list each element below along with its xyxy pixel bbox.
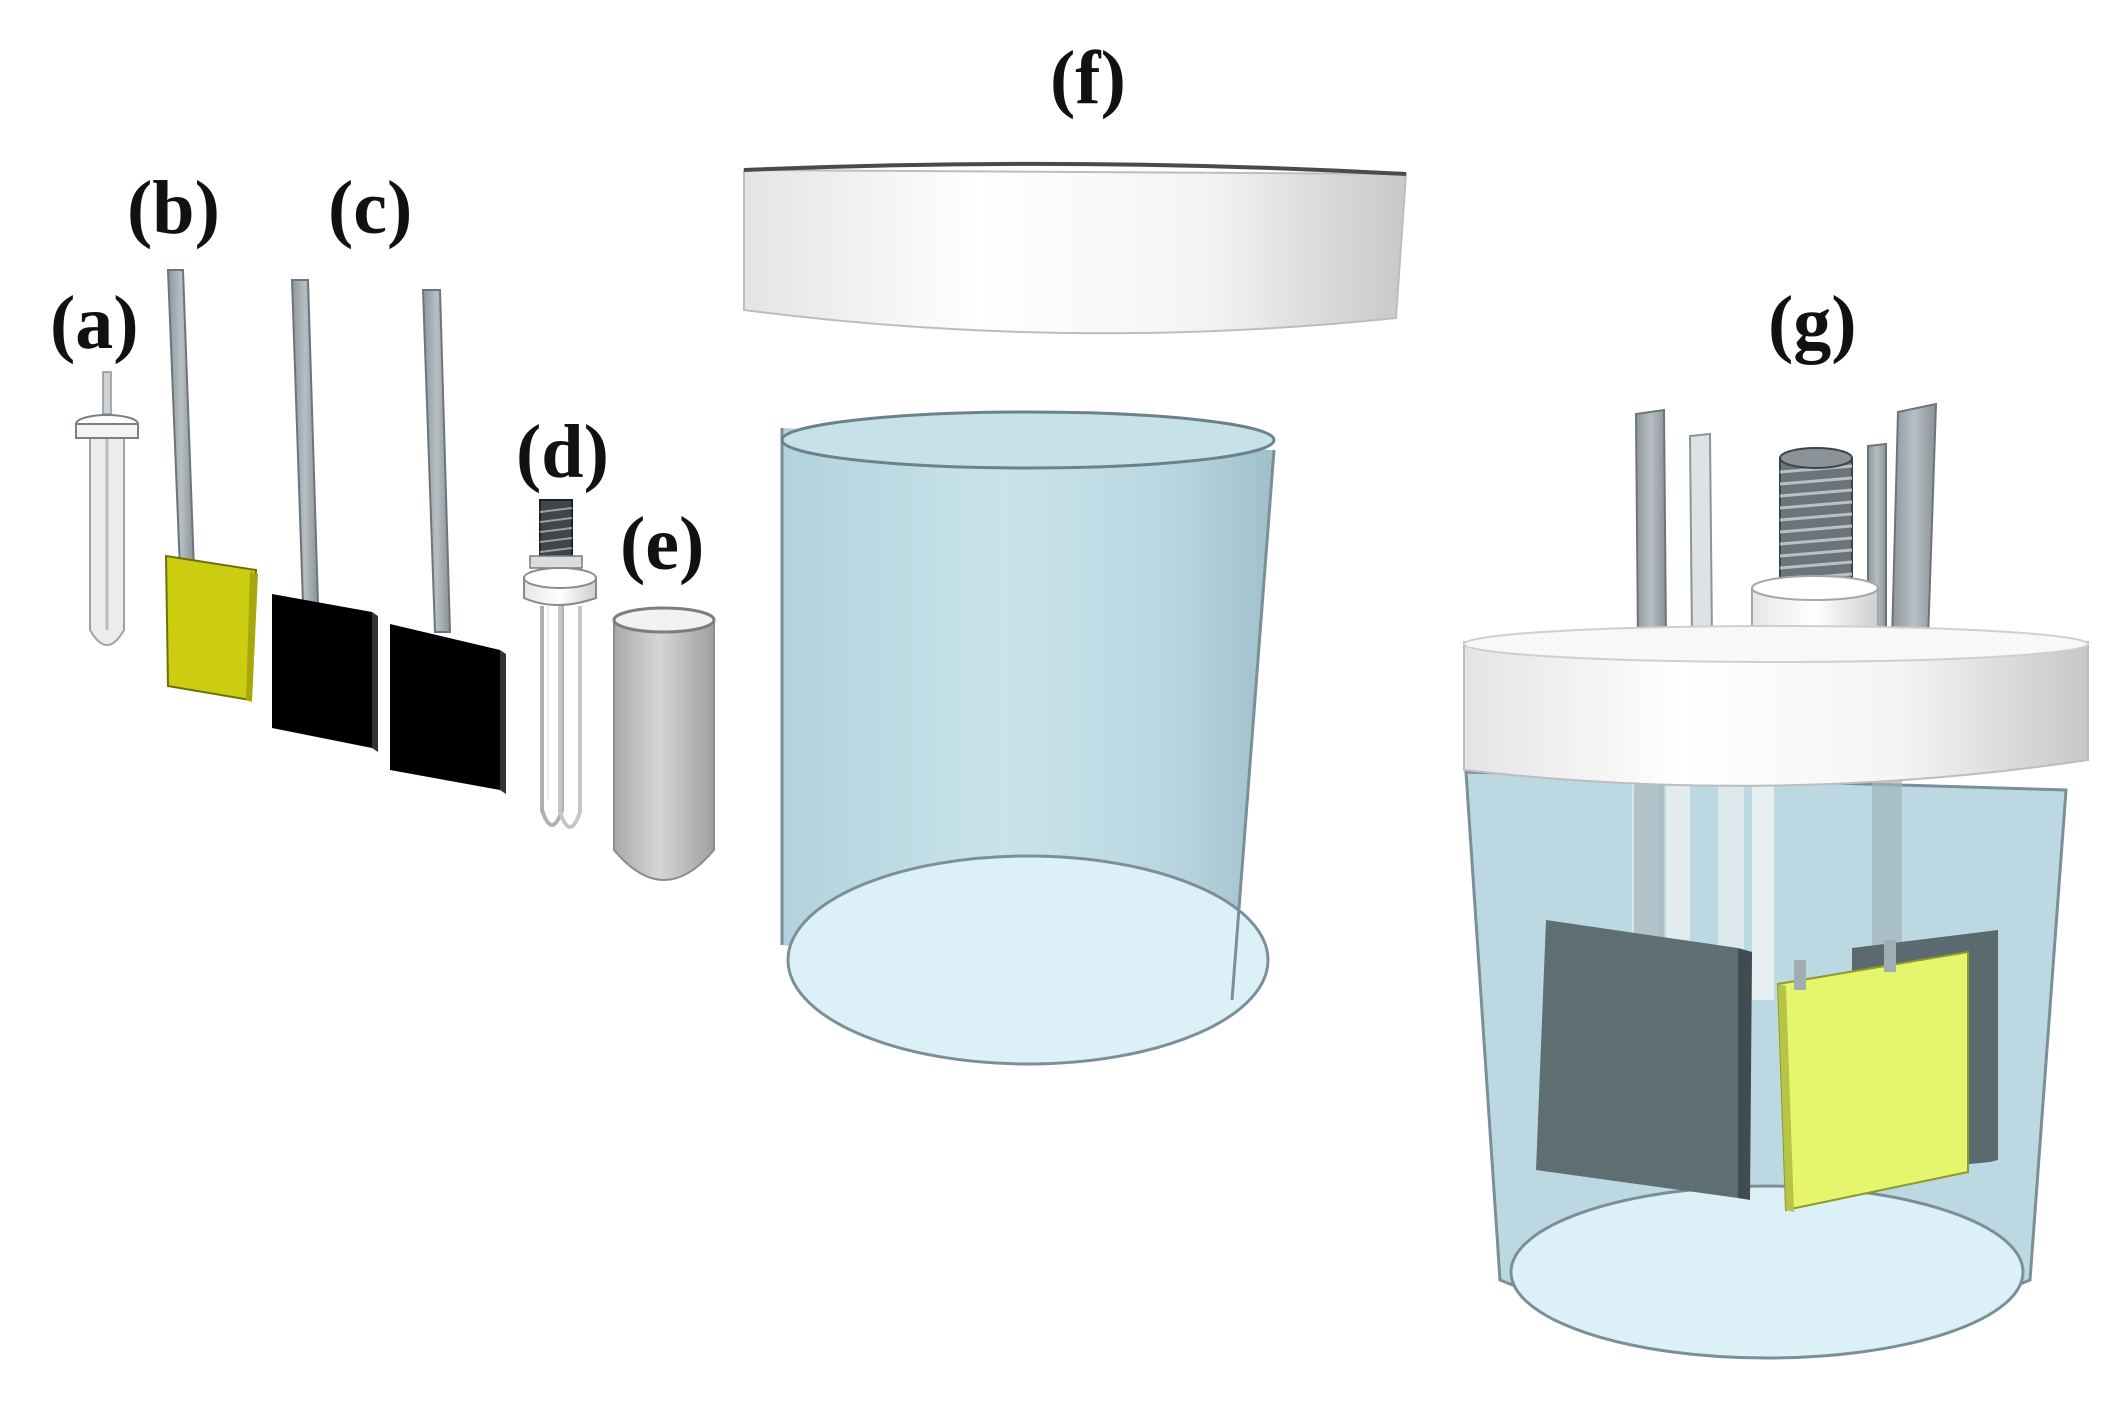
label-d: (d) (516, 410, 609, 494)
label-g: (g) (1768, 281, 1857, 365)
label-e: (e) (620, 502, 705, 586)
gold-plate-electrode-icon (164, 269, 258, 702)
label-b: (b) (127, 166, 220, 250)
glass-tube-icon (612, 606, 716, 881)
reference-electrode-icon (75, 371, 139, 646)
cell-body-and-lid-icon (743, 161, 1408, 1066)
carbon-plate-electrodes-icon (272, 279, 506, 794)
assembled-cell-icon (1463, 402, 2089, 1360)
label-a: (a) (50, 281, 139, 365)
label-c: (c) (328, 166, 413, 250)
lamp-heater-icon (523, 499, 597, 829)
label-f: (f) (1050, 36, 1126, 120)
